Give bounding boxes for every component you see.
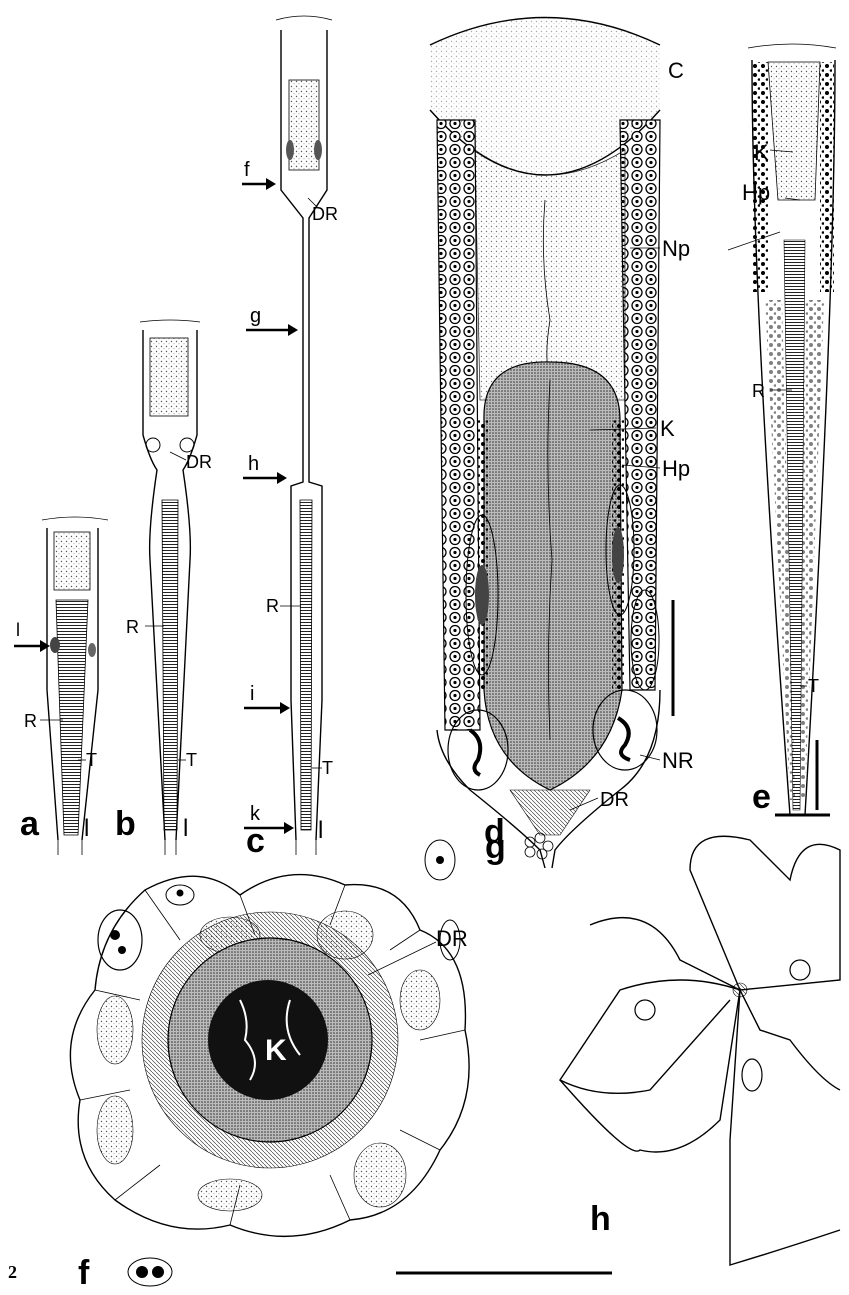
- panel-c-label-R: R: [266, 596, 279, 616]
- panel-c-label-g: g: [250, 305, 261, 327]
- panel-c-letter: c: [246, 822, 265, 860]
- panel-b-label-R: R: [126, 617, 139, 637]
- panel-a-arrow-l: [14, 640, 50, 652]
- panel-e-label-K: K: [754, 140, 769, 165]
- panel-d-label-K: K: [660, 416, 675, 441]
- panel-h-letter: h: [590, 1200, 611, 1238]
- panel-c-label-f: f: [244, 159, 250, 181]
- panel-g-letter: g: [485, 828, 506, 866]
- figure-number: 2: [8, 1262, 17, 1282]
- panel-d-label-C: C: [668, 58, 684, 83]
- panel-a-letter: a: [20, 805, 40, 843]
- panel-b-leader-DR: [170, 452, 186, 460]
- panel-e-label-R: R: [752, 381, 765, 401]
- panel-c-label-T: T: [322, 758, 333, 778]
- panel-g-cell-cluster: [525, 833, 553, 859]
- panel-f-leader-DR: [368, 942, 436, 975]
- panel-c-label-i: i: [250, 683, 254, 705]
- panel-f-letter: f: [78, 1254, 90, 1292]
- panel-e-label-Hp: Hp: [742, 180, 770, 205]
- panel-d: [430, 18, 660, 869]
- panel-a-label-bottom-l: l: [84, 815, 89, 842]
- panel-c: [276, 16, 332, 855]
- panel-e-label-T: T: [808, 676, 819, 696]
- panel-b: [140, 320, 200, 855]
- panel-c-label-h: h: [248, 453, 259, 475]
- panel-b-label-T: T: [186, 750, 197, 770]
- panel-b-label-bottom-l: l: [183, 815, 188, 842]
- panel-d-label-Hp: Hp: [662, 456, 690, 481]
- panel-a-label-arrow-l: l: [16, 620, 20, 640]
- panel-c-label-DR: DR: [312, 204, 338, 224]
- panel-a: [42, 517, 108, 855]
- panel-f-label-K: K: [265, 1034, 287, 1067]
- panel-a-label-T: T: [86, 750, 97, 770]
- panel-d-label-Np: Np: [662, 236, 690, 261]
- panel-b-letter: b: [115, 805, 136, 843]
- panel-d-label-DR: DR: [600, 789, 629, 811]
- panel-e-letter: e: [752, 778, 771, 816]
- panel-d-label-NR: NR: [662, 748, 694, 773]
- panel-c-label-bottom-l: l: [318, 817, 323, 844]
- panel-b-label-DR: DR: [186, 452, 212, 472]
- panel-a-label-R: R: [24, 711, 37, 731]
- panel-f-label-DR: DR: [436, 926, 468, 951]
